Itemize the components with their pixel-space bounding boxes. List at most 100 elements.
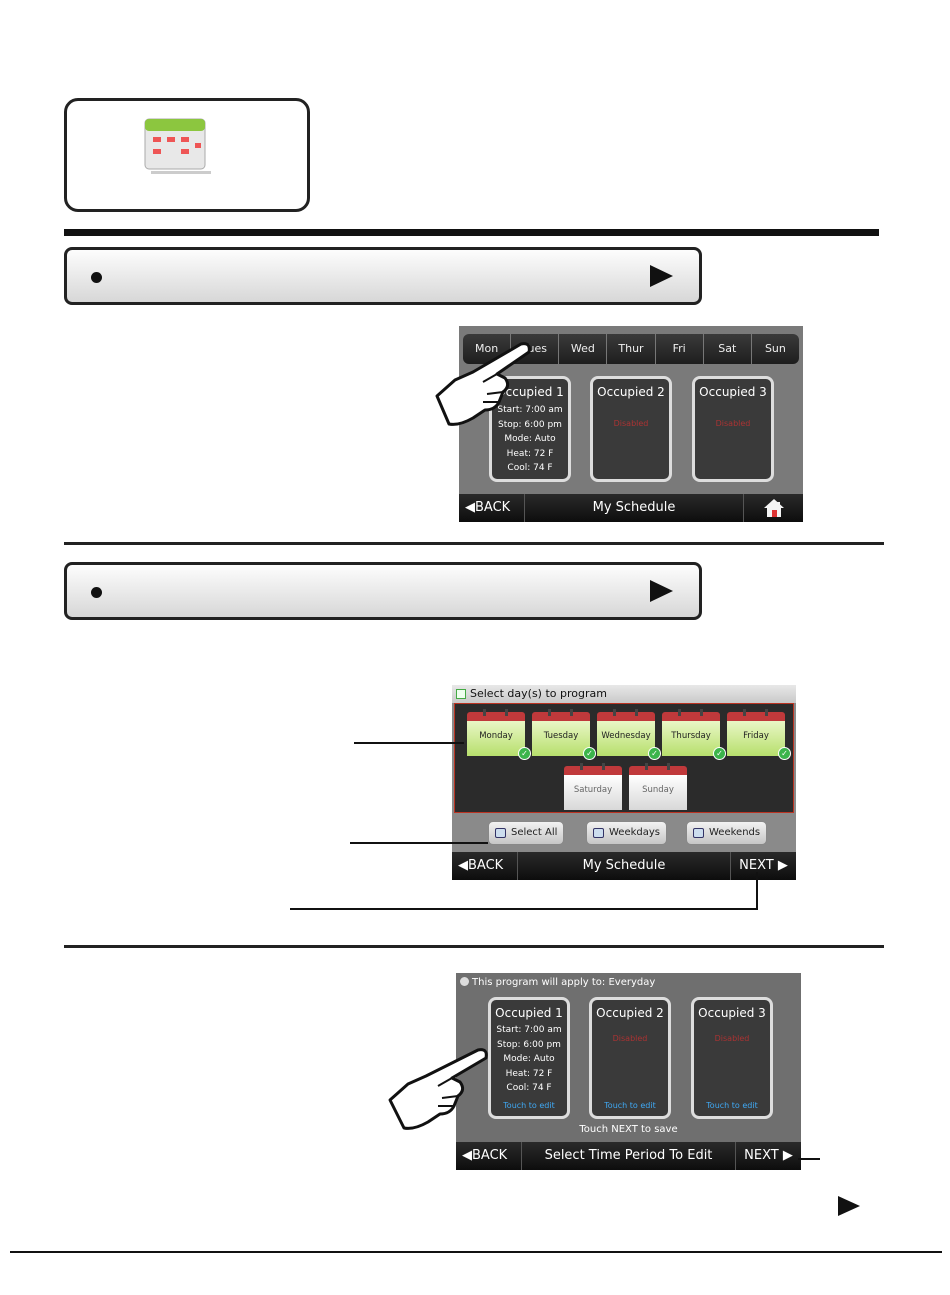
callout-line	[354, 742, 464, 744]
callout-line	[350, 842, 488, 844]
period-title: Occupied 1	[495, 1006, 563, 1020]
day-monday[interactable]: Monday ✓	[467, 709, 531, 760]
day-label: Saturday	[564, 775, 622, 810]
tab-fri[interactable]: Fri	[656, 334, 704, 364]
button-label: Select All	[511, 827, 558, 838]
tab-sun[interactable]: Sun	[764, 342, 786, 355]
step-bar-1	[64, 247, 702, 305]
pointing-hand-icon	[435, 342, 531, 426]
weekdays-button[interactable]: Weekdays	[586, 821, 668, 845]
select-period-screen: This program will apply to: Everyday Occ…	[456, 973, 801, 1170]
screen-title: My Schedule	[582, 858, 666, 873]
period-heat: Heat: 72 F	[505, 1068, 553, 1079]
day-label: Monday	[467, 721, 525, 756]
tab-sat[interactable]: Sat	[704, 334, 752, 364]
check-icon: ✓	[713, 747, 726, 760]
select-all-button[interactable]: Select All	[488, 821, 565, 845]
day-friday[interactable]: Friday ✓	[727, 709, 791, 760]
quick-select-row: Select All Weekdays Weekends	[452, 815, 796, 851]
program-apply-header: This program will apply to: Everyday	[460, 977, 655, 988]
next-button[interactable]: NEXT ▶	[735, 1142, 801, 1170]
period-mode: Mode: Auto	[504, 434, 556, 444]
occupied-1-card[interactable]: Occupied 1 Start: 7:00 am Stop: 6:00 pm …	[488, 997, 570, 1119]
period-mode: Mode: Auto	[503, 1054, 555, 1064]
touch-to-edit: Touch to edit	[503, 1101, 555, 1110]
bullet-icon	[91, 272, 102, 283]
back-button[interactable]: ◀BACK	[452, 852, 518, 880]
section-divider	[64, 542, 884, 545]
tab-wed[interactable]: Wed	[559, 334, 608, 364]
day-saturday[interactable]: Saturday	[564, 763, 622, 810]
period-start: Start: 7:00 am	[497, 405, 563, 415]
day-sunday[interactable]: Sunday	[629, 763, 687, 810]
screen-header: Select day(s) to program	[452, 685, 796, 703]
footer-rule	[10, 1251, 942, 1253]
schedule-icon-box	[64, 98, 310, 212]
save-hint: Touch NEXT to save	[579, 1124, 678, 1135]
select-icon	[593, 828, 604, 838]
check-icon: ✓	[778, 747, 791, 760]
period-status: Disabled	[714, 1034, 750, 1043]
callout-line	[756, 872, 758, 910]
check-icon: ✓	[648, 747, 661, 760]
day-label: Tuesday	[532, 721, 590, 756]
select-icon	[495, 828, 506, 838]
back-button[interactable]: ◀BACK	[456, 1142, 522, 1170]
day-label: Sunday	[629, 775, 687, 810]
day-panel: Monday ✓ Tuesday ✓ Wednesday ✓ Thursday …	[454, 703, 794, 813]
day-thursday[interactable]: Thursday ✓	[662, 709, 726, 760]
period-stop: Stop: 6:00 pm	[497, 1039, 561, 1050]
bullet-icon	[91, 587, 102, 598]
day-label: Thursday	[662, 721, 720, 756]
callout-line	[798, 1158, 820, 1160]
day-label: Wednesday	[597, 721, 655, 756]
day-tuesday[interactable]: Tuesday ✓	[532, 709, 596, 760]
check-icon: ✓	[518, 747, 531, 760]
header-text: This program will apply to: Everyday	[472, 977, 656, 988]
period-cool: Cool: 74 F	[506, 1083, 552, 1093]
period-status: Disabled	[613, 419, 649, 428]
calendar-icon	[144, 118, 211, 174]
pointing-hand-icon	[388, 1048, 488, 1130]
next-button[interactable]: NEXT ▶	[730, 852, 796, 880]
home-button[interactable]	[743, 494, 803, 522]
button-label: Weekdays	[609, 827, 661, 838]
period-title: Occupied 3	[698, 1006, 766, 1020]
select-icon	[693, 828, 704, 838]
step-bar-2	[64, 562, 702, 620]
touch-to-edit: Touch to edit	[604, 1101, 656, 1110]
tab-thur[interactable]: Thur	[607, 334, 656, 364]
continue-arrow-icon	[838, 1196, 860, 1216]
calendar-small-icon	[456, 689, 466, 699]
occupied-3-card[interactable]: Occupied 3 Disabled	[692, 376, 774, 482]
period-heat: Heat: 72 F	[506, 448, 554, 459]
bottom-bar: ◀BACK My Schedule NEXT ▶	[452, 852, 796, 880]
touch-to-edit: Touch to edit	[706, 1101, 758, 1110]
arrow-right-icon	[650, 265, 673, 287]
screen-title: My Schedule	[592, 500, 676, 515]
screen-title: Select Time Period To Edit	[544, 1148, 713, 1163]
occupied-3-card[interactable]: Occupied 3 Disabled Touch to edit	[691, 997, 773, 1119]
bottom-bar: ◀BACK Select Time Period To Edit NEXT ▶	[456, 1142, 801, 1170]
home-icon	[763, 499, 784, 517]
check-icon: ✓	[583, 747, 596, 760]
occupied-2-card[interactable]: Occupied 2 Disabled	[590, 376, 672, 482]
period-start: Start: 7:00 am	[496, 1025, 562, 1035]
info-icon	[460, 977, 469, 986]
period-title: Occupied 1	[496, 385, 564, 399]
callout-line	[290, 908, 758, 910]
period-status: Disabled	[612, 1034, 648, 1043]
day-label: Friday	[727, 721, 785, 756]
back-button[interactable]: ◀BACK	[459, 494, 525, 522]
weekends-button[interactable]: Weekends	[686, 821, 768, 845]
period-stop: Stop: 6:00 pm	[498, 419, 562, 430]
arrow-right-icon	[650, 580, 673, 602]
section-divider	[64, 229, 879, 236]
period-title: Occupied 2	[596, 1006, 664, 1020]
occupied-2-card[interactable]: Occupied 2 Disabled Touch to edit	[589, 997, 671, 1119]
period-status: Disabled	[715, 419, 751, 428]
header-text: Select day(s) to program	[470, 687, 607, 700]
day-wednesday[interactable]: Wednesday ✓	[597, 709, 661, 760]
button-label: Weekends	[709, 827, 761, 838]
bottom-bar: ◀BACK My Schedule	[459, 494, 803, 522]
